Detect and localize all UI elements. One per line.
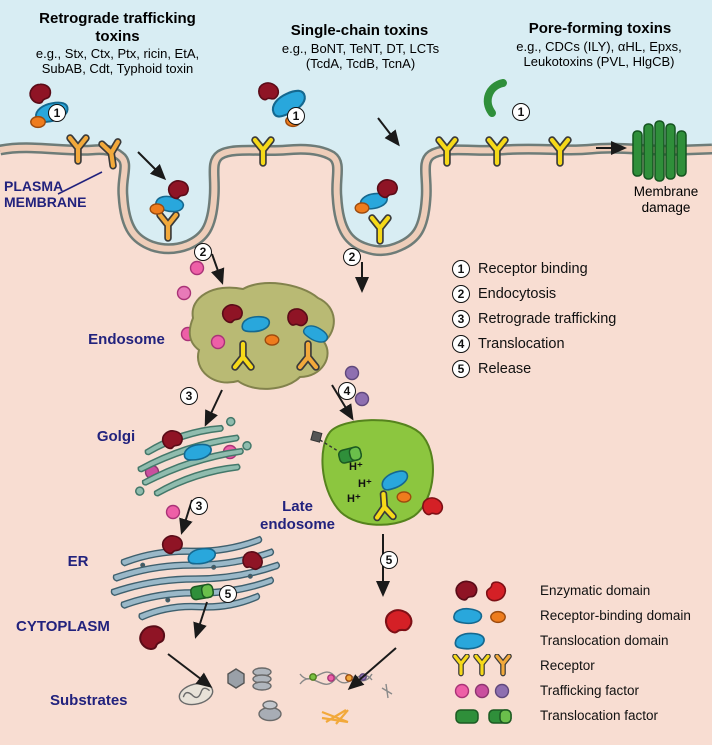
step-marker-2a: 2 — [194, 243, 212, 261]
step-item-4: 4 Translocation — [452, 331, 616, 356]
enzymatic-domain-icon — [455, 578, 510, 603]
h-plus-label: H⁺ — [358, 478, 372, 490]
cytoplasm-label: CYTOPLASM — [16, 618, 110, 635]
column-examples-retrograde: e.g., Stx, Ctx, Ptx, ricin, EtA, SubAB, … — [35, 46, 200, 77]
legend-item-receptor-binding: Receptor-binding domain — [448, 603, 691, 628]
column-title-single-chain: Single-chain toxins — [290, 22, 429, 39]
domain-legend: Enzymatic domain Receptor-binding domain… — [448, 578, 691, 728]
step-marker-5a: 5 — [219, 585, 237, 603]
step-marker-3a: 3 — [180, 387, 198, 405]
receptor-binding-domain-icon — [453, 607, 506, 624]
legend-label: Enzymatic domain — [540, 583, 651, 598]
h-plus-label: H⁺ — [349, 461, 363, 473]
membrane-damage-label: Membrane damage — [633, 184, 699, 215]
step-label: Release — [478, 360, 532, 377]
trafficking-factor-icon — [454, 683, 510, 698]
step-marker-4: 4 — [338, 382, 356, 400]
late-endosome-label: Late endosome — [259, 498, 335, 533]
step-item-1: 1 Receptor binding — [452, 256, 616, 281]
translocation-domain-icon — [453, 630, 486, 651]
steps-key: 1 Receptor binding 2 Endocytosis 3 Retro… — [452, 256, 616, 381]
legend-item-translocation-domain: Translocation domain — [448, 628, 691, 653]
column-title-retrograde: Retrograde trafficking toxins — [39, 10, 196, 45]
er-shape — [110, 535, 281, 621]
column-examples-pore-forming: e.g., CDCs (ILY), αHL, Epxs, Leukotoxins… — [516, 39, 682, 70]
golgi-shape — [135, 416, 252, 497]
legend-item-enzymatic: Enzymatic domain — [448, 578, 691, 603]
step-marker-1a: 1 — [48, 104, 66, 122]
step-marker-5b: 5 — [380, 551, 398, 569]
step-label: Receptor binding — [478, 260, 588, 277]
legend-item-translocation-factor: Translocation factor — [448, 703, 691, 728]
membrane-pore-shape — [632, 120, 687, 182]
legend-label: Trafficking factor — [540, 683, 640, 698]
legend-item-trafficking-factor: Trafficking factor — [448, 678, 691, 703]
substrates-label: Substrates — [50, 692, 128, 709]
h-plus-label: H⁺ — [347, 493, 361, 505]
step-marker-2b: 2 — [343, 248, 361, 266]
endosome-label: Endosome — [88, 331, 165, 348]
legend-label: Translocation domain — [540, 633, 669, 648]
step-label: Translocation — [478, 335, 565, 352]
plasma-membrane-label: PLASMA MEMBRANE — [4, 178, 87, 211]
step-item-3: 3 Retrograde trafficking — [452, 306, 616, 331]
step-label: Endocytosis — [478, 285, 557, 302]
legend-label: Receptor — [540, 658, 595, 673]
column-title-pore-forming: Pore-forming toxins — [528, 20, 672, 37]
step-number-badge: 4 — [452, 334, 470, 353]
step-marker-1c: 1 — [512, 103, 530, 121]
legend-label: Translocation factor — [540, 708, 659, 723]
step-item-5: 5 Release — [452, 356, 616, 381]
step-number-badge: 5 — [452, 359, 470, 378]
pore-forming-toxin-icon — [483, 79, 507, 117]
er-label: ER — [67, 553, 89, 570]
step-item-2: 2 Endocytosis — [452, 281, 616, 306]
step-number-badge: 1 — [452, 259, 470, 278]
translocation-factor-icon — [455, 708, 512, 724]
endosome-shape — [188, 282, 335, 390]
late-endosome-shape: H⁺ H⁺ H⁺ — [310, 419, 446, 526]
legend-item-receptor: Receptor — [448, 653, 691, 678]
legend-label: Receptor-binding domain — [540, 608, 691, 623]
step-number-badge: 3 — [452, 309, 470, 328]
golgi-label: Golgi — [96, 428, 136, 445]
receptor-icon — [448, 654, 540, 678]
step-marker-3b: 3 — [190, 497, 208, 515]
step-label: Retrograde trafficking — [478, 310, 617, 327]
step-marker-1b: 1 — [287, 107, 305, 125]
step-number-badge: 2 — [452, 284, 470, 303]
column-examples-single-chain: e.g., BoNT, TeNT, DT, LCTs (TcdA, TcdB, … — [281, 41, 440, 72]
plasma-membrane — [0, 142, 712, 257]
plasma-membrane-pointer-line — [57, 171, 103, 195]
